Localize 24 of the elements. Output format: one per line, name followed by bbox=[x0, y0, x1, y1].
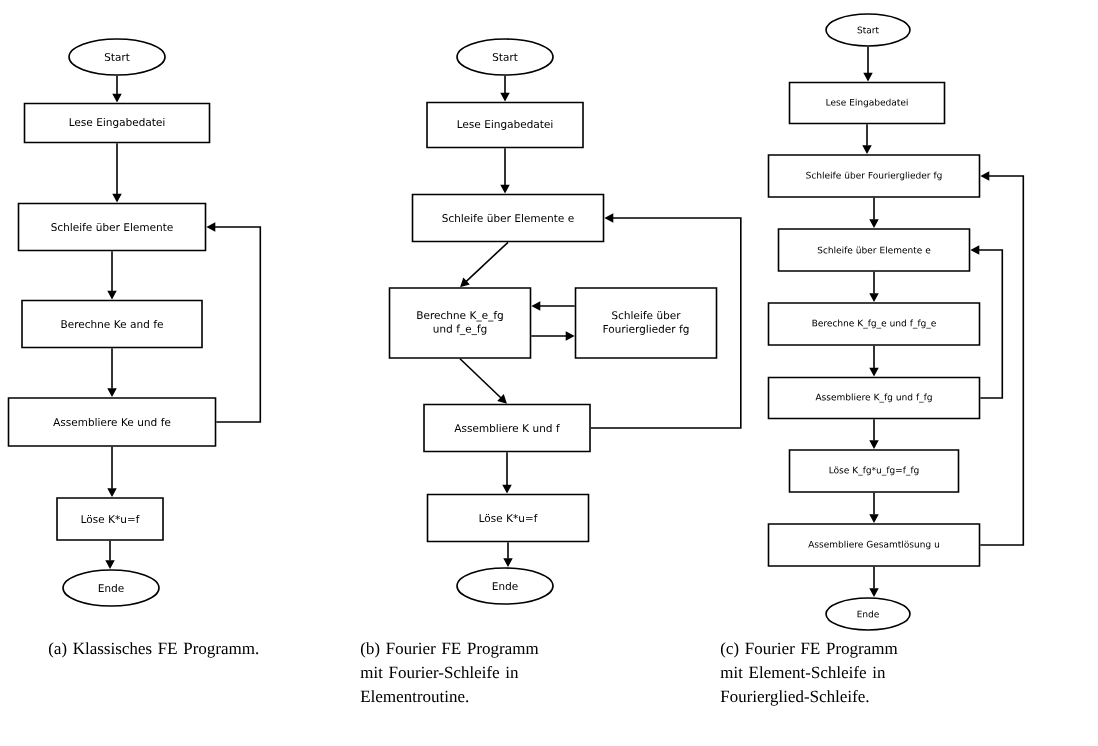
process-box: Assembliere Ke und fe bbox=[7, 397, 217, 447]
process-box: Schleife über Elemente e bbox=[777, 228, 971, 272]
process-box: Löse K*u=f bbox=[56, 497, 164, 541]
caption: (b) Fourier FE Programm mit Fourier-Schleife in Elementroutine. bbox=[360, 642, 539, 703]
process-box: Assembliere K und f bbox=[423, 403, 591, 453]
arrow bbox=[979, 171, 1025, 546]
caption: (c) Fourier FE Programm mit Element-Schleife in Fourierglied-Schleife. bbox=[720, 642, 898, 706]
process-box: Lese Eingabedatei bbox=[788, 81, 946, 125]
process-box: Lese Eingabedatei bbox=[23, 102, 211, 144]
process-box: Schleife über Elemente e bbox=[411, 193, 605, 243]
process-box: Schleife über Fourierglieder fg bbox=[574, 287, 718, 359]
process-box: Löse K_fg*u_fg=f_fg bbox=[788, 449, 960, 493]
process-box: Assembliere K_fg und f_fg bbox=[767, 376, 981, 420]
process-box: Schleife über Fourierglieder fg bbox=[767, 154, 981, 198]
process-box: Assembliere Gesamtlösung u bbox=[767, 523, 981, 567]
process-box: Berechne K_e_fg und f_e_fg bbox=[388, 287, 532, 359]
process-box: Lese Eingabedatei bbox=[426, 101, 584, 149]
arrow bbox=[590, 213, 742, 429]
arrow bbox=[459, 358, 507, 404]
caption: (a) Klassisches FE Programm. bbox=[48, 642, 259, 658]
process-box: Löse K*u=f bbox=[426, 493, 590, 543]
process-box: Schleife über Elemente bbox=[17, 202, 207, 252]
process-box: Berechne Ke and fe bbox=[21, 299, 203, 349]
process-box: Berechne K_fg_e und f_fg_e bbox=[767, 302, 981, 346]
